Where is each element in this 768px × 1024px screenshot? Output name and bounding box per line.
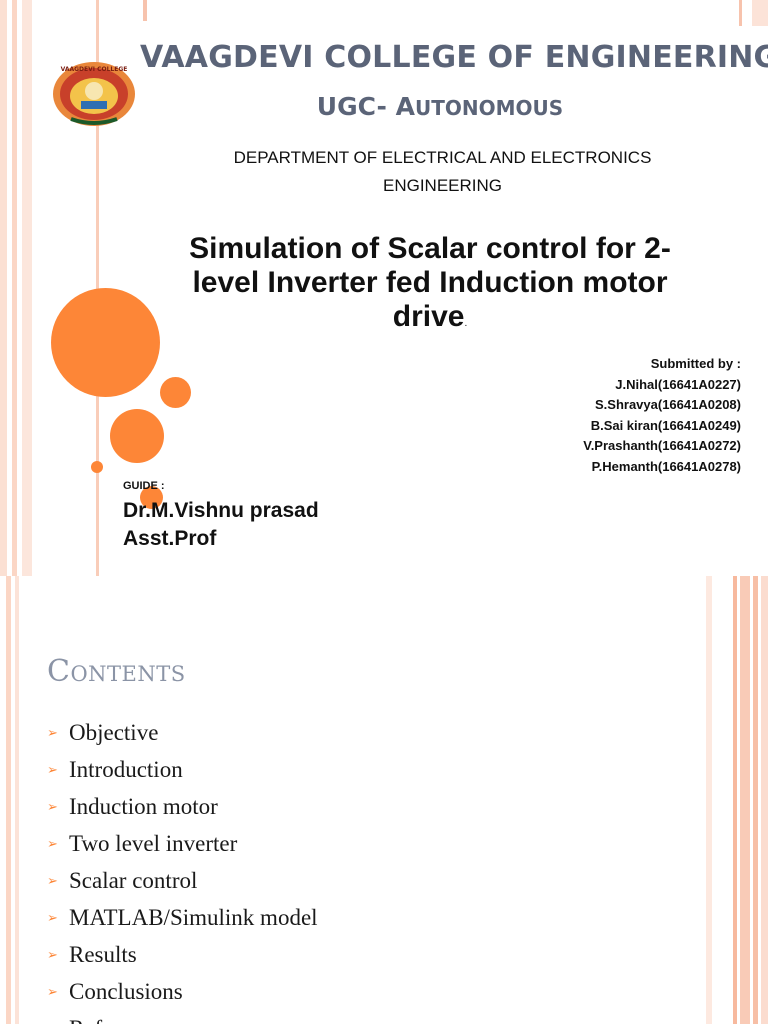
ugc-rest: UTONOMOUS (415, 96, 564, 120)
ugc-autonomous: UGC- AUTONOMOUS (140, 92, 740, 121)
list-item: ➢ Conclusions (47, 973, 318, 1010)
student-name: B.Sai kiran(16641A0249) (590, 417, 741, 433)
student-name: S.Shravya(16641A0208) (595, 397, 741, 412)
submitted-label: Submitted by : (650, 356, 741, 371)
list-item-label: Results (69, 941, 137, 967)
decorative-circle-small (160, 377, 191, 408)
decorative-stripe (752, 0, 768, 26)
list-item-label: Scalar control (69, 867, 198, 893)
list-item-label: Objective (69, 719, 159, 745)
contents-list: ➢ Objective ➢ Introduction ➢ Induction moto… (47, 714, 318, 1024)
bullet-arrow-icon: ➢ (47, 724, 58, 740)
student-name: J.Nihal(16641A0227) (615, 376, 741, 392)
guide-label: GUIDE : (123, 480, 165, 492)
bullet-arrow-icon: ➢ (47, 946, 58, 962)
department-line: ENGINEERING (382, 176, 503, 195)
contents-heading: Contents (47, 654, 186, 689)
decorative-circle-small-2 (140, 486, 163, 509)
title-line-last: drive. (140, 300, 720, 341)
list-item-label: Two level inverter (69, 830, 238, 856)
bullet-arrow-icon: ➢ (47, 909, 58, 925)
guide-block: Dr.M.Vishnu prasad Asst.Prof (123, 497, 319, 553)
title-line: level Inverter fed Induction motor (192, 266, 668, 299)
student-name: V.Prashanth(16641A0272) (583, 438, 741, 453)
list-item: ➢ Scalar control (47, 862, 318, 899)
list-item-label: Conclusions (69, 978, 183, 1004)
bullet-arrow-icon: ➢ (47, 983, 58, 999)
decorative-stripe (22, 0, 32, 576)
decorative-circle-tiny (91, 461, 103, 473)
list-item: ➢ MATLAB/Simulink model (47, 899, 318, 936)
ugc-a: A (395, 92, 415, 121)
list-item-label: References (69, 1016, 171, 1024)
list-item-label: MATLAB/Simulink model (69, 904, 318, 930)
guide-name: Dr.M.Vishnu prasad (123, 499, 319, 522)
guide-designation: Asst.Prof (123, 527, 217, 550)
decorative-stripe (740, 576, 750, 1024)
list-item: ➢ Two level inverter (47, 825, 318, 862)
decorative-stripe (761, 576, 768, 1024)
department-line: DEPARTMENT OF ELECTRICAL AND ELECTRONICS (233, 148, 652, 167)
decorative-stripe (733, 576, 737, 1024)
department: DEPARTMENT OF ELECTRICAL AND ELECTRONICS… (175, 144, 710, 200)
title-slide: VAAGDEVI COLLEGE VAAGDEVI COLLEGE OF ENG… (0, 0, 768, 576)
decorative-circle-medium (110, 409, 164, 463)
bullet-arrow-icon: ➢ (47, 1021, 69, 1024)
bullet-arrow-icon: ➢ (47, 798, 58, 814)
student-name: P.Hemanth(16641A0278) (591, 458, 741, 474)
list-item: ➢ Objective (47, 714, 318, 751)
title-line: drive (392, 300, 465, 333)
submitted-by-block: Submitted by : J.Nihal(16641A0227) S.Shr… (583, 354, 741, 477)
logo-text: VAAGDEVI COLLEGE (61, 66, 128, 73)
decorative-circle-large (51, 288, 160, 397)
list-item-label: Introduction (69, 756, 183, 782)
decorative-stripe (6, 576, 11, 1024)
title-line: Simulation of Scalar control for 2- (189, 232, 671, 265)
college-logo: VAAGDEVI COLLEGE (51, 61, 137, 127)
ugc-prefix: UGC- (316, 92, 387, 121)
decorative-stripe (0, 0, 7, 576)
title-dot: . (464, 318, 468, 329)
decorative-stripe (12, 0, 17, 576)
bullet-arrow-icon: ➢ (47, 761, 58, 777)
bullet-arrow-icon: ➢ (47, 872, 58, 888)
decorative-stripe (753, 576, 758, 1024)
list-item-label: Induction motor (69, 793, 218, 819)
list-item: ➢ Introduction (47, 751, 318, 788)
decorative-stripe (15, 576, 19, 1024)
college-name: VAAGDEVI COLLEGE OF ENGINEERING (140, 40, 768, 75)
list-item: ➢ Induction motor (47, 788, 318, 825)
list-item: ➢References (47, 1010, 318, 1024)
list-item: ➢ Results (47, 936, 318, 973)
presentation-title: Simulation of Scalar control for 2- leve… (140, 232, 720, 341)
decorative-stripe (143, 0, 147, 21)
bullet-arrow-icon: ➢ (47, 835, 58, 851)
decorative-stripe (739, 0, 742, 26)
contents-slide: Contents ➢ Objective ➢ Introduction ➢ Induc… (0, 576, 768, 1024)
decorative-stripe (706, 576, 712, 1024)
